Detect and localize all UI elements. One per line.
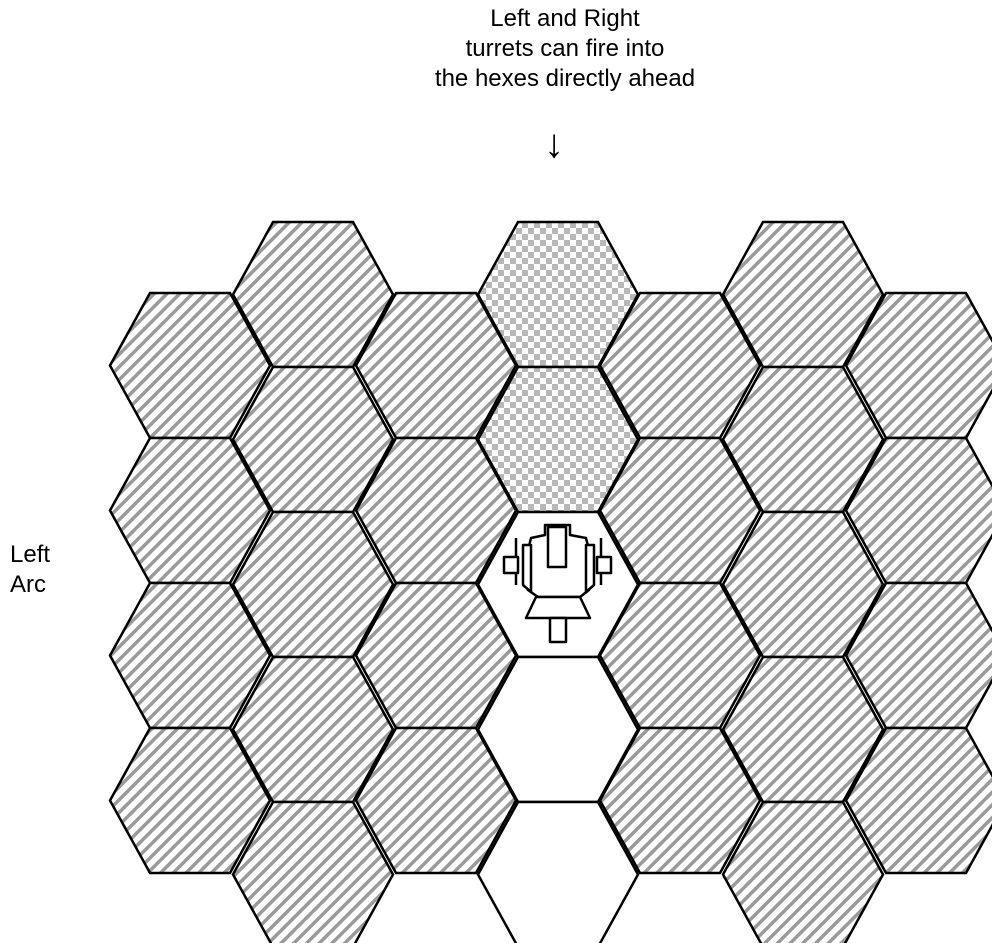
hex-grid <box>0 0 992 943</box>
